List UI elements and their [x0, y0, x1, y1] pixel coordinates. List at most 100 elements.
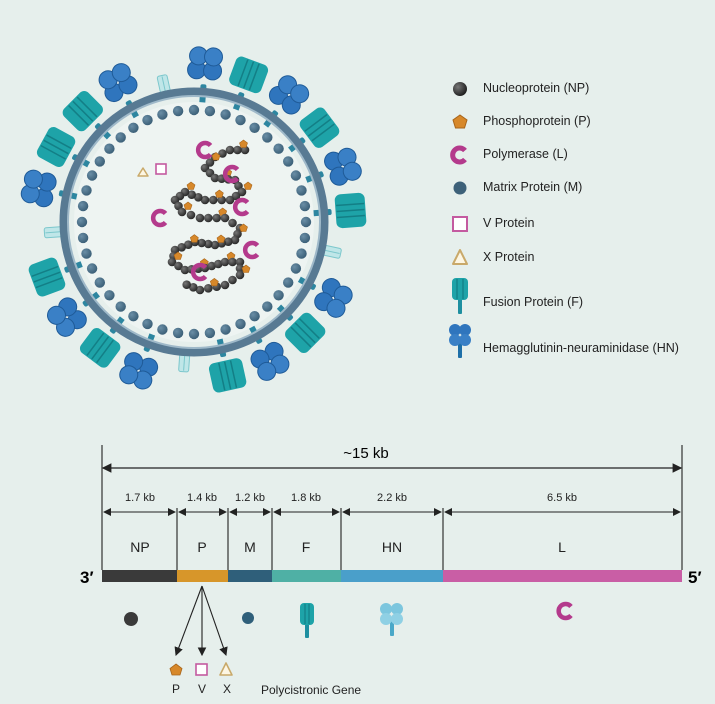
- nucleoprotein: [182, 280, 191, 289]
- fusion-protein-icon: [300, 603, 314, 638]
- polymerase-icon: [448, 140, 472, 170]
- matrix-protein: [283, 277, 293, 287]
- legend-item-matrix-protein: Matrix Protein (M): [440, 173, 710, 203]
- gene-segment-p: [177, 570, 228, 582]
- matrix-protein: [235, 319, 245, 329]
- nucleoprotein: [233, 146, 242, 155]
- matrix-protein: [262, 301, 272, 311]
- matrix-protein: [104, 290, 114, 300]
- gene-segment-m: [228, 570, 272, 582]
- nucleoprotein: [196, 214, 205, 223]
- polymerase-icon: [559, 604, 571, 618]
- gene-boundaries: [102, 445, 682, 570]
- matrix-protein: [189, 105, 199, 115]
- fusion-protein-icon: [448, 276, 472, 318]
- matrix-protein: [189, 329, 199, 339]
- matrix-protein-icon: [448, 173, 472, 203]
- gene-name-p: P: [197, 539, 206, 555]
- matrix-protein: [104, 144, 114, 154]
- virion-interior: [74, 102, 314, 342]
- matrix-protein: [273, 290, 283, 300]
- legend-label: Phosphoprotein (P): [483, 114, 591, 128]
- legend-item-phosphoprotein: Phosphoprotein (P): [440, 107, 710, 137]
- matrix-protein: [78, 201, 88, 211]
- nucleoprotein: [226, 146, 235, 155]
- matrix-protein: [249, 311, 259, 321]
- x-protein-icon: [448, 243, 472, 273]
- gene-name-l: L: [558, 539, 566, 555]
- matrix-protein: [205, 328, 215, 338]
- gene-name-np: NP: [130, 539, 149, 555]
- matrix-protein: [77, 217, 87, 227]
- gene-size-f: 1.8 kb: [291, 492, 321, 504]
- nucleoprotein: [228, 258, 237, 267]
- nucleoprotein: [236, 271, 245, 280]
- matrix-protein: [173, 328, 183, 338]
- hemagglutinin-spike: [185, 46, 223, 109]
- gene-size-p: 1.4 kb: [187, 492, 217, 504]
- legend-item-hemagglutinin: Hemagglutinin-neuraminidase (HN): [440, 334, 710, 364]
- matrix-protein: [205, 106, 215, 116]
- v-protein-icon: [156, 164, 166, 174]
- polycistronic-arrows: [176, 586, 226, 655]
- gene-name-f: F: [302, 539, 311, 555]
- legend-item-fusion-protein: Fusion Protein (F): [440, 288, 710, 318]
- product-label-x: X: [223, 682, 231, 696]
- matrix-protein: [81, 185, 91, 195]
- genome-bar: [102, 570, 682, 582]
- matrix-protein: [116, 132, 126, 142]
- matrix-protein: [296, 248, 306, 258]
- gene-size-np: 1.7 kb: [125, 492, 155, 504]
- matrix-protein: [128, 123, 138, 133]
- gene-segment-l: [443, 570, 682, 582]
- nucleoprotein-icon: [448, 74, 472, 104]
- polycistronic-label: Polycistronic Gene: [261, 683, 361, 697]
- matrix-protein: [249, 123, 259, 133]
- product-label-p: P: [172, 682, 180, 696]
- nucleoprotein: [209, 196, 218, 205]
- legend: Nucleoprotein (NP) Phosphoprotein (P) Po…: [440, 70, 715, 370]
- nucleoprotein-icon: [124, 612, 138, 626]
- gene-size-hn: 2.2 kb: [377, 492, 407, 504]
- nucleoprotein: [221, 214, 230, 223]
- v-protein-icon: [196, 664, 207, 675]
- nucleoprotein: [178, 208, 187, 217]
- matrix-protein: [142, 319, 152, 329]
- product-label-v: V: [198, 682, 206, 696]
- matrix-protein: [291, 170, 301, 180]
- gene-size-m: 1.2 kb: [235, 492, 265, 504]
- matrix-protein: [87, 263, 97, 273]
- matrix-protein: [87, 170, 97, 180]
- legend-label: Fusion Protein (F): [483, 295, 583, 309]
- legend-label: Polymerase (L): [483, 147, 568, 161]
- three-prime-label: 3′: [80, 568, 94, 587]
- phosphoprotein-icon: [448, 107, 472, 137]
- nucleoprotein: [187, 211, 196, 220]
- nucleoprotein: [204, 214, 213, 223]
- legend-label: Matrix Protein (M): [483, 180, 582, 194]
- matrix-protein: [220, 109, 230, 119]
- matrix-protein: [301, 217, 311, 227]
- matrix-protein: [157, 109, 167, 119]
- matrix-protein: [262, 132, 272, 142]
- v-protein-icon: [448, 209, 472, 239]
- matrix-protein-icon: [242, 612, 254, 624]
- matrix-protein: [78, 233, 88, 243]
- gene-size-l: 6.5 kb: [547, 492, 577, 504]
- x-protein-icon: [220, 663, 232, 675]
- matrix-protein: [142, 115, 152, 125]
- matrix-protein: [220, 324, 230, 334]
- five-prime-label: 5′: [688, 568, 702, 587]
- hemagglutinin-icon: [448, 320, 472, 362]
- matrix-protein: [273, 144, 283, 154]
- legend-label: Hemagglutinin-neuraminidase (HN): [483, 341, 679, 355]
- matrix-protein: [128, 311, 138, 321]
- legend-label: Nucleoprotein (NP): [483, 81, 589, 95]
- genome-length-label: ~15 kb: [343, 445, 388, 462]
- nucleoprotein: [221, 258, 230, 267]
- matrix-protein: [291, 263, 301, 273]
- gene-name-hn: HN: [382, 539, 402, 555]
- matrix-protein: [157, 324, 167, 334]
- nucleoprotein: [228, 276, 237, 285]
- legend-label: X Protein: [483, 250, 534, 264]
